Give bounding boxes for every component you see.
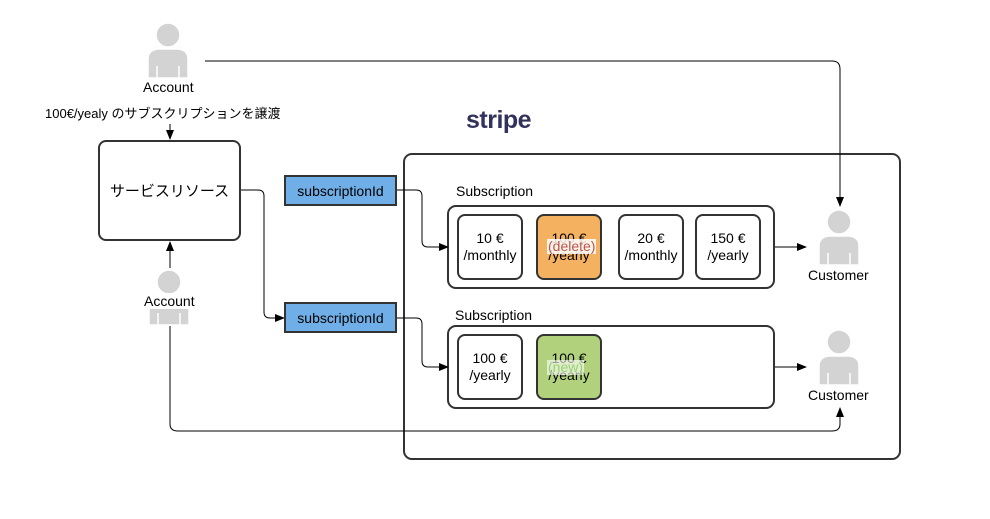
sub1-price-20-monthly: 20 €/monthly: [618, 214, 684, 280]
price-amount: 100 €: [472, 350, 508, 366]
edge-subid-1-to-sub-1: [397, 189, 449, 251]
subscription-id-1-box: subscriptionId: [284, 175, 397, 206]
account-bottom-label: Account: [144, 293, 195, 309]
stripe-logo: stripe: [466, 106, 532, 134]
delete-tag: (delete): [547, 238, 597, 254]
price-amount: 150 €: [710, 230, 746, 246]
subscription-id-1-label: subscriptionId: [297, 182, 384, 199]
subscription-1-title: Subscription: [456, 183, 534, 199]
sub2-price-100-yearly: 100 €/yearly: [457, 334, 523, 400]
account-top-person-icon: [147, 22, 189, 78]
edge-account-to-customer-1: [205, 60, 844, 207]
price-period: /monthly: [463, 247, 517, 263]
price-period: /yearly: [469, 367, 511, 383]
account-top-label: Account: [143, 79, 194, 95]
customer-2-label: Customer: [808, 387, 869, 403]
new-tag: (new): [547, 359, 585, 375]
price-period: /yearly: [707, 247, 749, 263]
customer-1-label: Customer: [808, 267, 869, 283]
service-resource-box: サービスリソース: [98, 140, 241, 241]
subscription-id-2-label: subscriptionId: [297, 309, 384, 326]
transfer-label: 100€/yealy のサブスクリプションを譲渡: [45, 106, 281, 122]
customer-2-person-icon: [818, 329, 860, 385]
price-amount: 10 €: [476, 230, 504, 246]
edge-subid-2-to-sub-2: [397, 317, 449, 371]
service-resource-label: サービスリソース: [109, 183, 230, 200]
subscription-id-2-box: subscriptionId: [284, 302, 397, 333]
subscription-2-title: Subscription: [455, 307, 533, 323]
sub1-price-10-monthly: 10 €/monthly: [457, 214, 523, 280]
price-amount: 20 €: [637, 230, 665, 246]
edge-account2-to-customer-2: [169, 326, 844, 432]
stripe-container: [403, 153, 901, 460]
price-period: /monthly: [624, 247, 678, 263]
customer-1-person-icon: [818, 209, 860, 265]
sub1-price-150-yearly: 150 €/yearly: [695, 214, 761, 280]
edge-service-to-subid-2: [241, 189, 285, 322]
